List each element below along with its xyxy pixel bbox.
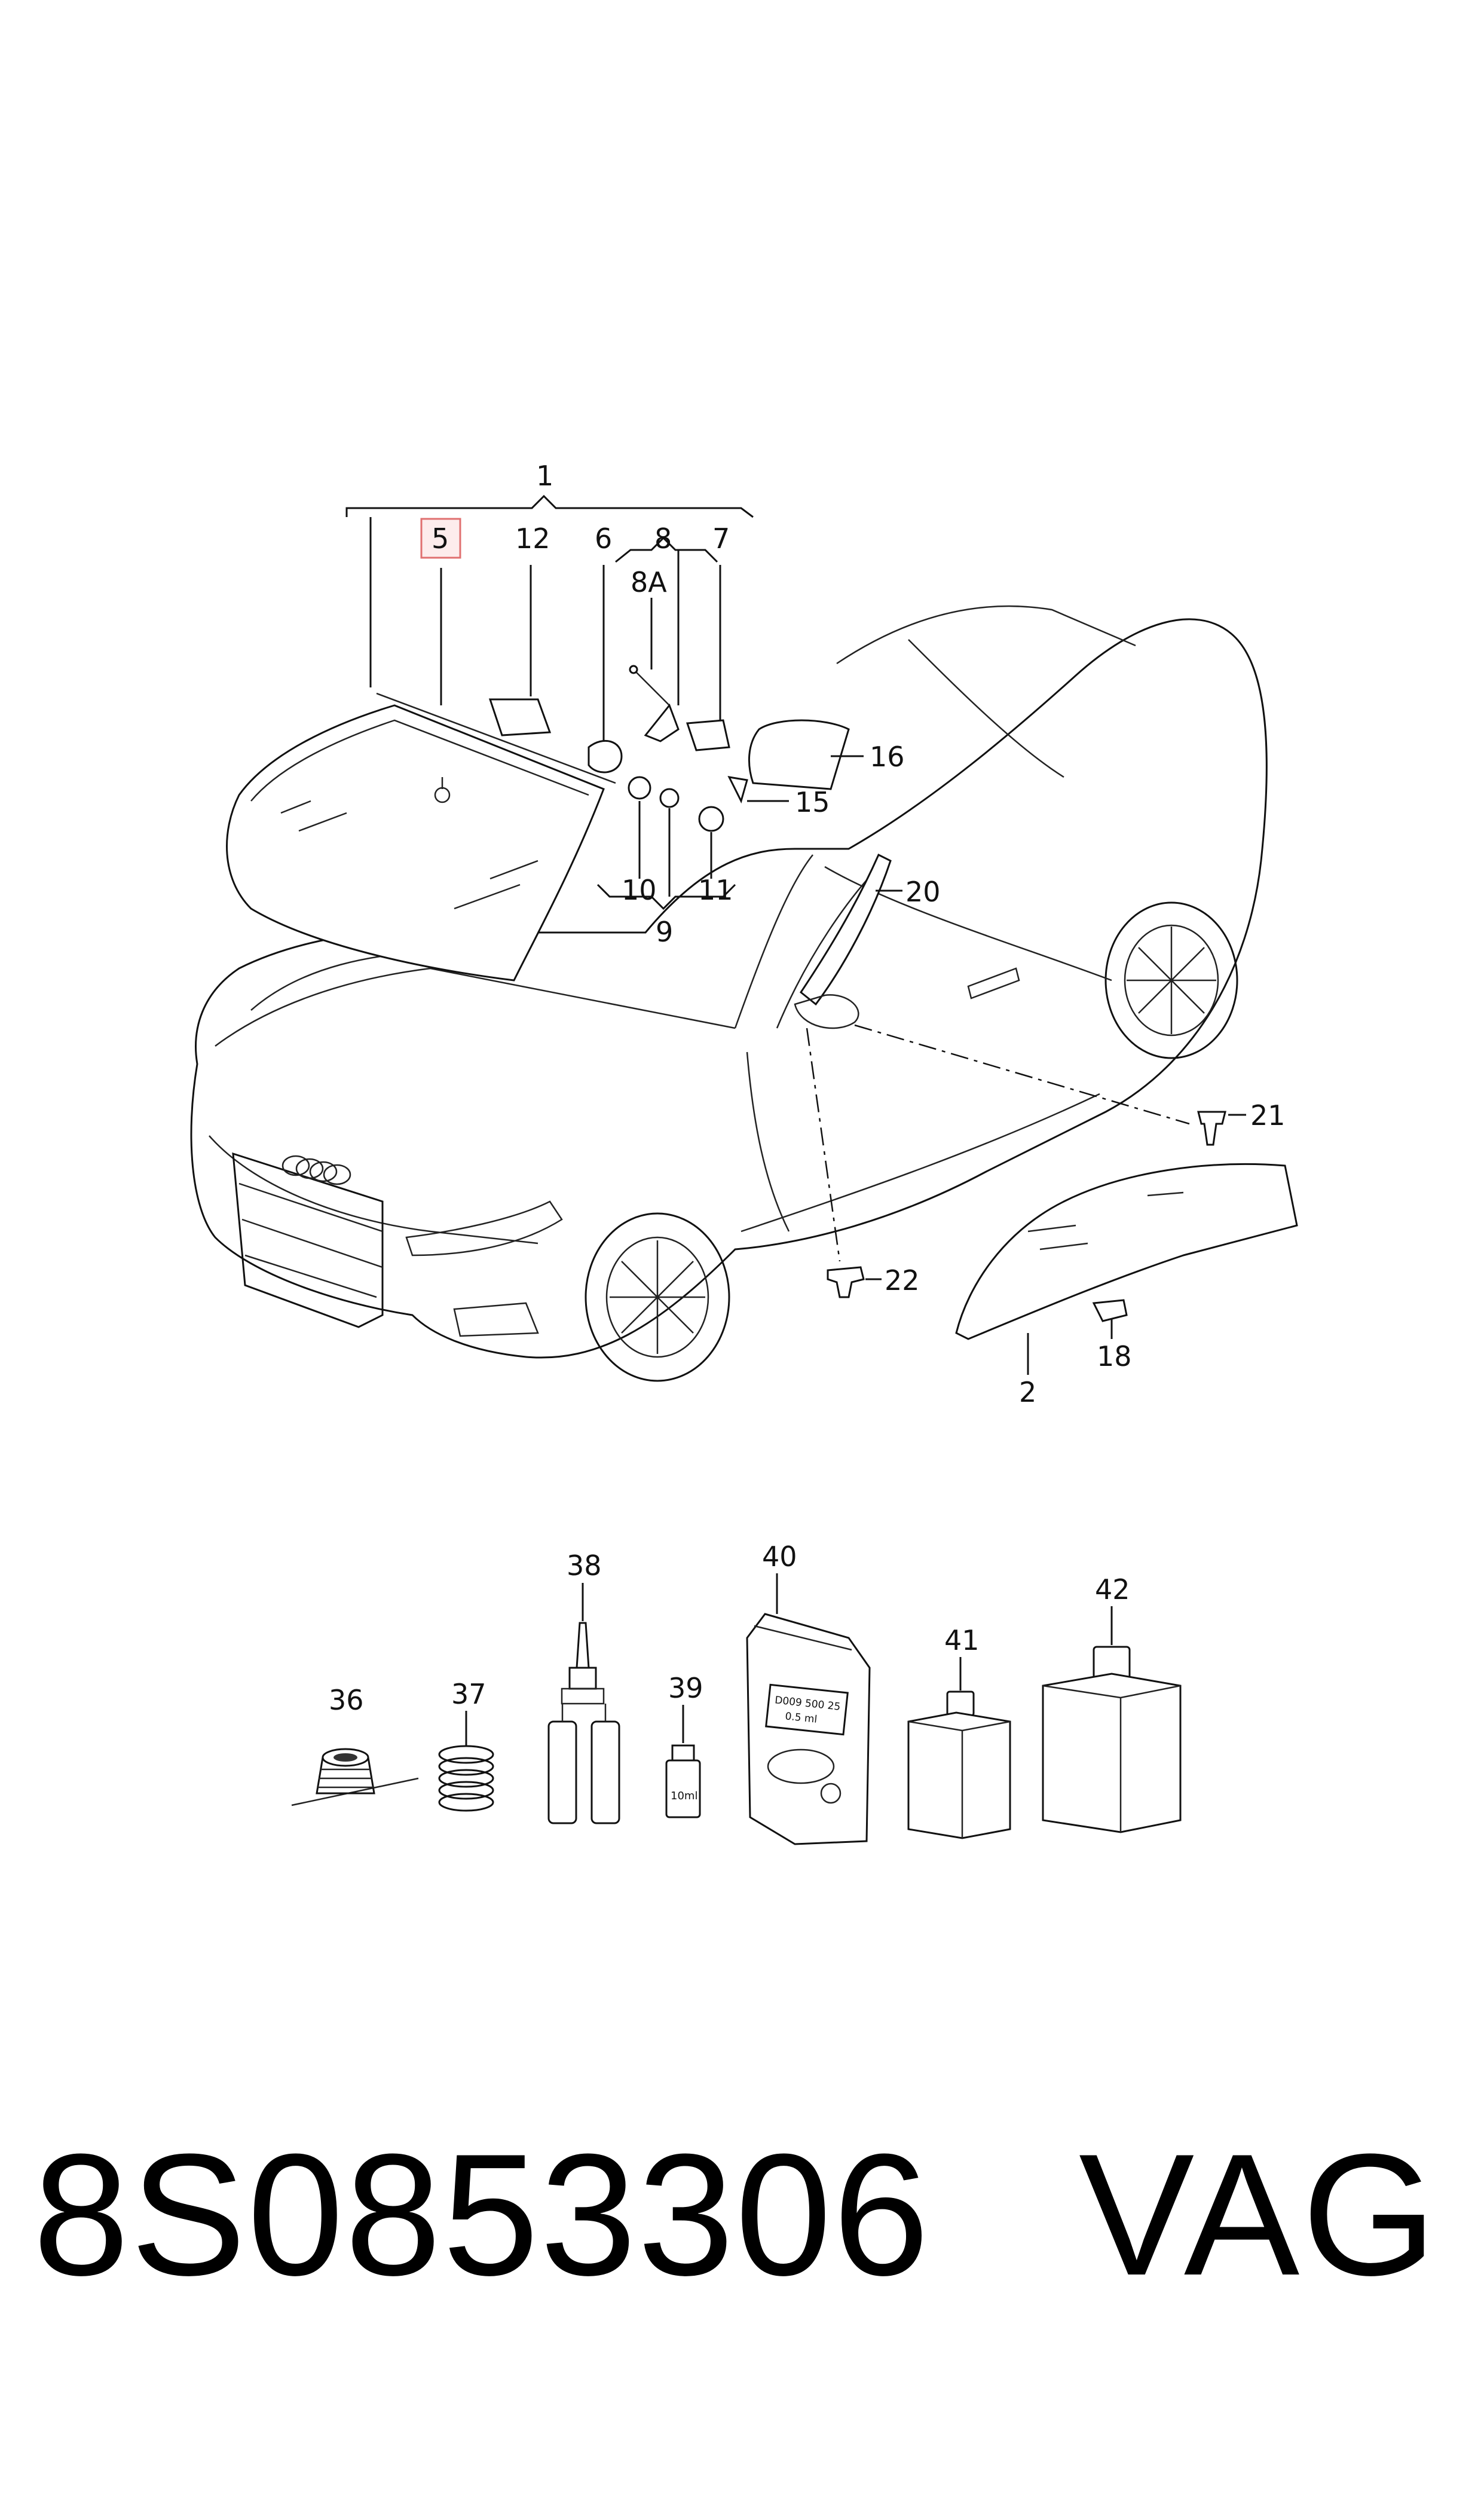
- item-36-sealing-cord: [291, 1748, 419, 1806]
- part-7-housing: [686, 719, 730, 751]
- item-40-bag: D009 500 25 0.5 ml: [746, 1613, 871, 1845]
- highlight-box-5: [420, 518, 461, 559]
- part-18-screw: [1092, 1299, 1128, 1322]
- rear-wheel: [1104, 901, 1238, 1059]
- callout-21: 21: [1250, 1099, 1286, 1132]
- callout-10: 10: [622, 874, 657, 906]
- part-16-cover: [748, 719, 850, 790]
- item-38-cartridge: [547, 1622, 620, 1824]
- callout-leaders: [345, 494, 1246, 1375]
- part-15-clip: [727, 776, 748, 804]
- callout-20: 20: [905, 876, 941, 908]
- callout-12: 12: [515, 522, 550, 555]
- part-11-clip: [698, 806, 724, 832]
- callout-9: 9: [656, 916, 673, 948]
- side-window: [955, 1163, 1298, 1340]
- bottle-label: 10ml: [671, 1790, 697, 1802]
- a-pillar-trim: [794, 853, 892, 1029]
- part-10-ring: [628, 776, 651, 800]
- part-number: 8S0853306: [33, 2118, 931, 2312]
- reference-line-22: [806, 1028, 841, 1262]
- car-illustration: [190, 605, 1268, 1382]
- accessories: 36 37 38 10ml 39: [291, 1540, 1182, 1845]
- windshield: [226, 692, 616, 982]
- front-wheel: [585, 1212, 730, 1382]
- callout-6: 6: [595, 522, 612, 555]
- sensor-parts: [488, 665, 850, 832]
- callout-5: 5: [432, 522, 449, 555]
- callout-7: 7: [712, 522, 730, 555]
- item-39-bottle: 10ml: [665, 1744, 701, 1818]
- callout-16: 16: [870, 741, 905, 773]
- item-37-coil: [438, 1745, 494, 1812]
- callout-11: 11: [698, 874, 733, 906]
- callout-8a: 8A: [631, 566, 667, 598]
- item-41-box-bottle: [907, 1690, 1011, 1839]
- callout-36: 36: [329, 1684, 364, 1716]
- callout-41: 41: [944, 1624, 980, 1656]
- part-21-clip: [1197, 1111, 1226, 1146]
- callout-18: 18: [1097, 1340, 1132, 1372]
- callout-38: 38: [567, 1549, 602, 1582]
- part-8-sensor: [644, 704, 680, 742]
- callout-2: 2: [1019, 1376, 1036, 1408]
- callout-1: 1: [536, 460, 553, 492]
- clips: [827, 1111, 1226, 1322]
- callout-39: 39: [668, 1672, 703, 1704]
- callout-37: 37: [451, 1678, 486, 1710]
- part-6-bracket: [588, 739, 623, 774]
- callout-15: 15: [795, 786, 830, 818]
- callout-42: 42: [1095, 1573, 1130, 1606]
- callout-40: 40: [762, 1540, 797, 1573]
- audi-rings-logo: [281, 1155, 351, 1185]
- callout-labels: 1 5 12 6 8 7 8A 16 15 10 11 9 20 21 22 2…: [432, 460, 1286, 1408]
- callout-8: 8: [654, 522, 672, 555]
- reference-line-21: [854, 1024, 1190, 1125]
- item-42-large-bottle: [1042, 1646, 1182, 1833]
- part-22-clip: [827, 1266, 865, 1298]
- part-12-cover: [488, 698, 552, 736]
- callout-22: 22: [885, 1264, 920, 1297]
- brand-name: VAG: [1079, 2118, 1439, 2312]
